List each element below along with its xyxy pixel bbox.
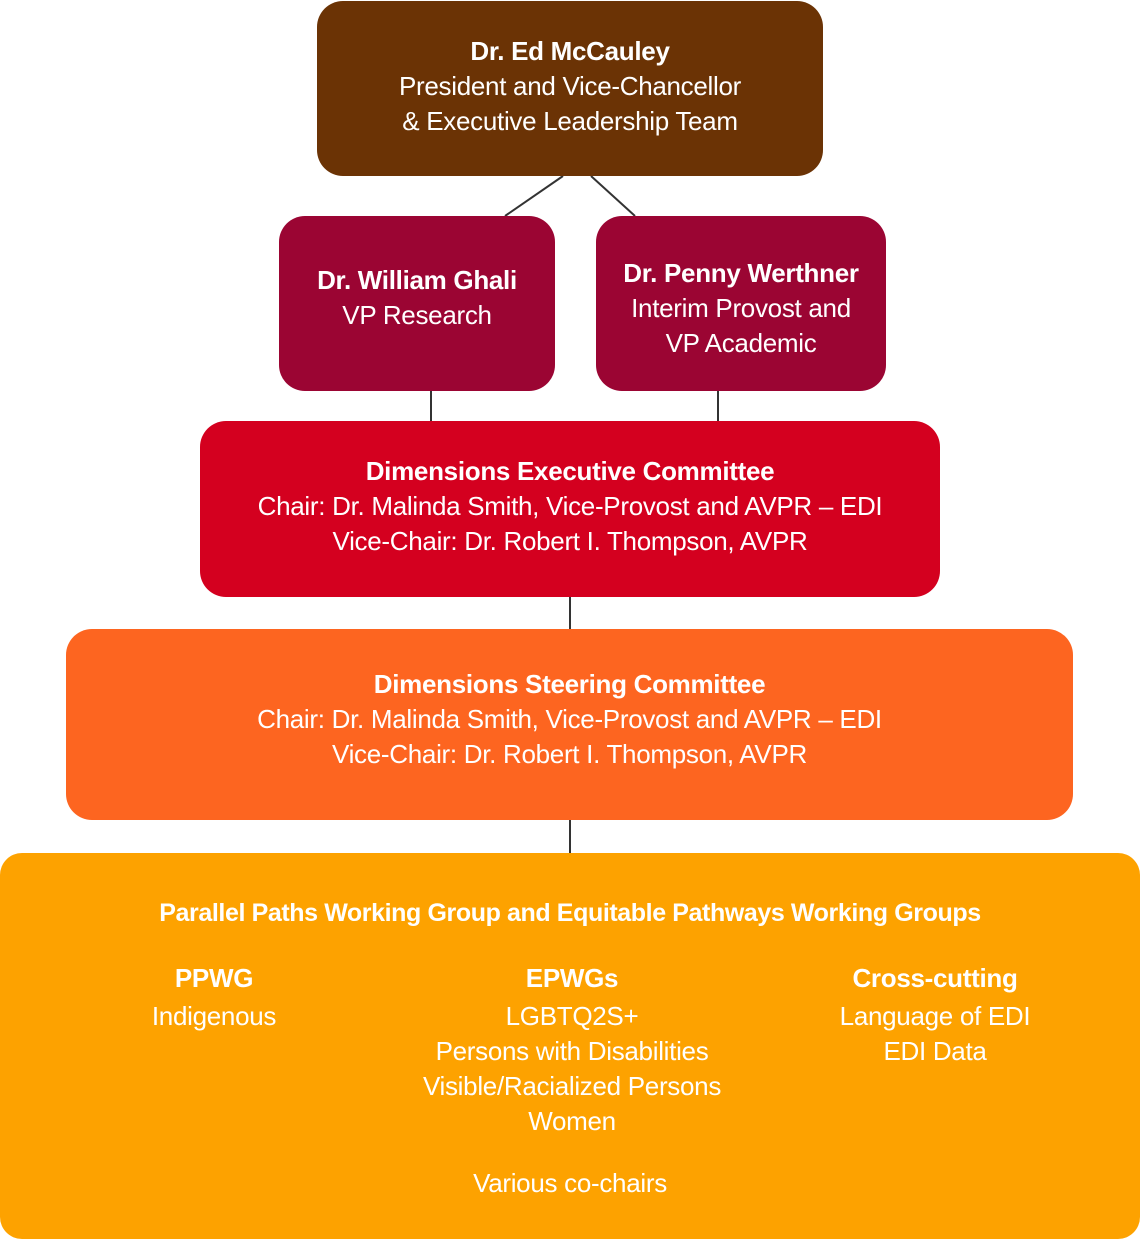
epwg-item: Women (528, 1106, 616, 1136)
epwg-column: EPWGs LGBTQ2S+ Persons with Disabilities… (392, 961, 752, 1139)
cross-cutting-item: Language of EDI (839, 1001, 1031, 1031)
ppwg-column: PPWG Indigenous (114, 961, 314, 1034)
vp-research-title: VP Research (342, 300, 492, 330)
steering-committee-chair: Chair: Dr. Malinda Smith, Vice-Provost a… (257, 704, 882, 734)
executive-committee-box: Dimensions Executive Committee Chair: Dr… (200, 421, 940, 597)
steering-committee-vice-chair: Vice-Chair: Dr. Robert I. Thompson, AVPR (332, 739, 807, 769)
president-name: Dr. Ed McCauley (470, 36, 670, 66)
epwg-item: Persons with Disabilities (435, 1036, 709, 1066)
president-title-line1: President and Vice-Chancellor (398, 71, 742, 101)
vp-research-box: Dr. William Ghali VP Research (279, 216, 555, 391)
ppwg-item: Indigenous (151, 1001, 277, 1031)
provost-name: Dr. Penny Werthner (623, 258, 859, 288)
executive-committee-title: Dimensions Executive Committee (365, 456, 775, 486)
provost-title-line2: VP Academic (665, 328, 817, 358)
ppwg-heading: PPWG (174, 963, 254, 993)
president-box: Dr. Ed McCauley President and Vice-Chanc… (317, 1, 823, 176)
connector-president-provost (590, 175, 636, 217)
provost-title-line1: Interim Provost and (631, 293, 851, 323)
steering-committee-title: Dimensions Steering Committee (373, 669, 766, 699)
cross-cutting-column: Cross-cutting Language of EDI EDI Data (800, 961, 1070, 1069)
cross-cutting-heading: Cross-cutting (852, 963, 1018, 993)
co-chairs-note: Various co-chairs (0, 1166, 1140, 1201)
epwg-item: LGBTQ2S+ (505, 1001, 639, 1031)
vp-research-name: Dr. William Ghali (317, 265, 517, 295)
steering-committee-box: Dimensions Steering Committee Chair: Dr.… (66, 629, 1073, 820)
provost-box: Dr. Penny Werthner Interim Provost and V… (596, 216, 886, 391)
epwg-heading: EPWGs (525, 963, 619, 993)
epwg-item: Visible/Racialized Persons (422, 1071, 722, 1101)
president-title-line2: & Executive Leadership Team (402, 106, 738, 136)
executive-committee-chair: Chair: Dr. Malinda Smith, Vice-Provost a… (257, 491, 883, 521)
working-groups-box: Parallel Paths Working Group and Equitab… (0, 853, 1140, 1239)
connector-president-vp-research (504, 175, 564, 217)
cross-cutting-item: EDI Data (883, 1036, 987, 1066)
co-chairs-text: Various co-chairs (473, 1168, 667, 1198)
working-groups-title: Parallel Paths Working Group and Equitab… (159, 899, 981, 927)
executive-committee-vice-chair: Vice-Chair: Dr. Robert I. Thompson, AVPR (332, 526, 808, 556)
